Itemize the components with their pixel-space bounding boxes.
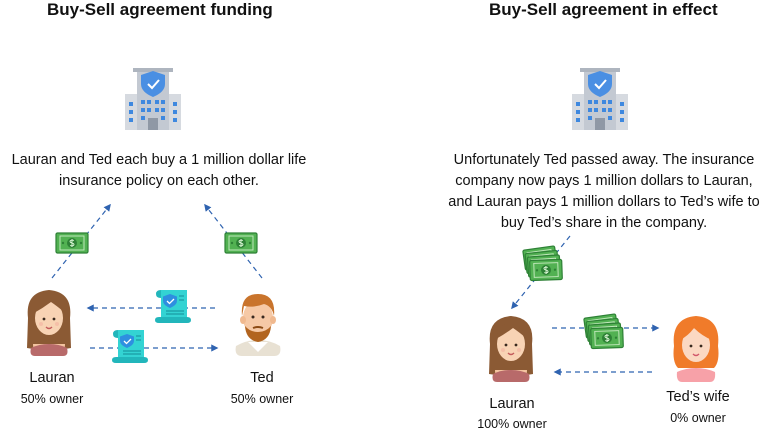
right-person-a-role: 100% owner — [477, 417, 547, 431]
left-person-b-name: Ted — [250, 370, 274, 386]
left-person-a-name: Lauran — [29, 370, 75, 386]
woman-avatar-icon — [26, 289, 72, 357]
policy-document-icon — [154, 289, 192, 324]
right-person-b-role: 0% owner — [670, 411, 726, 425]
woman-avatar-icon — [488, 315, 534, 383]
money-stack-icon — [523, 246, 563, 281]
right-panel-title: Buy-Sell agreement in effect — [489, 0, 718, 19]
woman-avatar-icon — [672, 315, 720, 383]
right-person-a-name: Lauran — [489, 396, 535, 412]
money-icon — [224, 232, 258, 254]
right-panel-description: Unfortunately Ted passed away. The insur… — [448, 152, 760, 231]
left-person-b-role: 50% owner — [230, 392, 294, 406]
insurance-building-icon — [571, 67, 629, 131]
left-person-a-role: 50% owner — [20, 392, 84, 406]
money-stack-icon — [584, 314, 624, 349]
man-avatar-icon — [234, 293, 282, 357]
insurance-building-icon — [124, 67, 182, 131]
right-person-b-name: Ted’s wife — [666, 389, 730, 405]
policy-document-icon — [111, 329, 149, 364]
money-icon — [55, 232, 89, 254]
left-panel-description: Lauran and Ted each buy a 1 million doll… — [11, 152, 307, 189]
left-panel-title: Buy-Sell agreement funding — [47, 0, 273, 19]
